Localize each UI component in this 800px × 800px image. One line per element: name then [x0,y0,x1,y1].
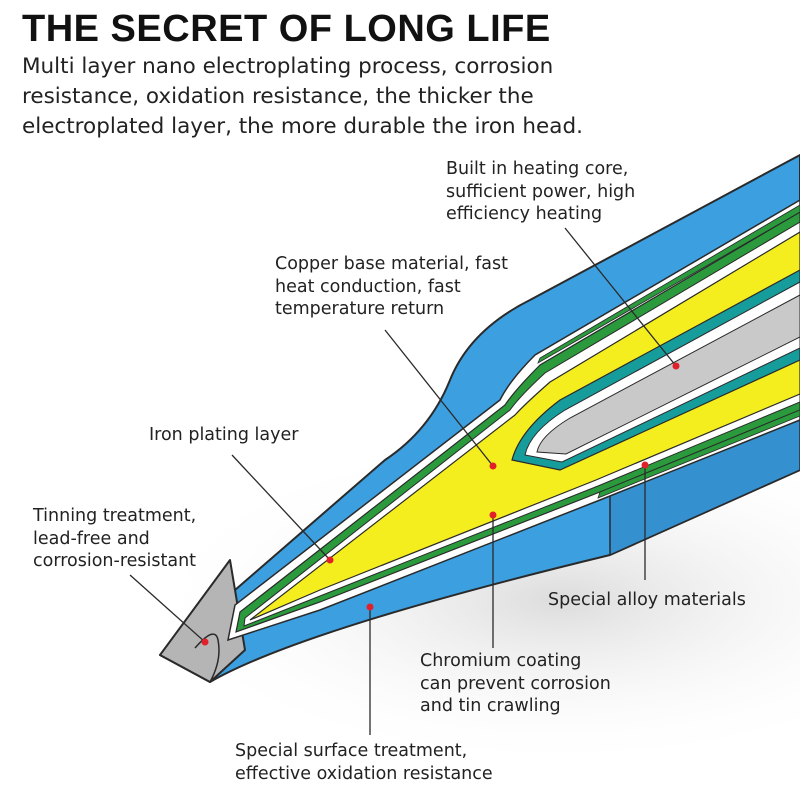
leader-tinning [129,574,206,643]
callout-chromium: Chromium coating can prevent corrosion a… [420,650,611,718]
callout-line: lead-free and [33,528,150,549]
dot-iron-plating [326,556,334,564]
leader-lines [129,227,677,735]
dot-special-alloy [641,461,649,469]
callout-heating-core: Built in heating core, sufficient power,… [446,158,635,226]
subtitle-line: Multi layer nano electroplating process,… [22,54,554,79]
callout-line: Special surface treatment, [235,741,468,761]
callout-line: Built in heating core, [446,159,629,179]
dot-tinning [201,638,209,646]
callout-line: Tinning treatment, [33,506,197,526]
leader-iron-plating [231,454,331,561]
callout-line: Iron plating layer [149,425,299,445]
callout-line: corrosion-resistant [33,551,197,571]
callout-line: heat conduction, fast [275,276,461,297]
dot-copper-base [489,462,497,470]
subtitle-line: electroplated layer, the more durable th… [22,114,583,139]
callout-dots [201,362,680,646]
callout-line: Special alloy materials [548,590,746,610]
subtitle-line: resistance, oxidation resistance, the th… [22,84,534,109]
green-strip-lower [597,409,800,499]
tip-face [194,633,220,683]
callout-surface-treatment: Special surface treatment, effective oxi… [235,740,493,785]
callout-line: can prevent corrosion [420,673,611,694]
callout-line: efficiency heating [446,204,603,224]
callout-line: sufficient power, high [446,181,636,202]
dot-chromium [489,511,497,519]
tinned-tip [159,559,246,683]
dot-heating-core [672,362,680,370]
callout-tinning: Tinning treatment, lead-free and corrosi… [33,505,196,573]
heating-core [536,294,800,455]
green-strip-upper [537,204,800,364]
callout-special-alloy: Special alloy materials [548,589,746,612]
callout-copper-base: Copper base material, fast heat conducti… [275,253,508,321]
copper-base [249,231,800,621]
callout-line: temperature return [275,299,445,319]
page-title: THE SECRET OF LONG LIFE [22,8,551,50]
callout-line: Copper base material, fast [275,254,508,274]
subtitle: Multi layer nano electroplating process,… [22,52,583,142]
callout-line: and tin crawling [420,696,561,716]
callout-line: effective oxidation resistance [235,763,493,784]
dot-surface-treatment [366,603,374,611]
callout-line: Chromium coating [420,651,582,671]
callout-iron-plating: Iron plating layer [149,424,298,447]
leader-heating-core [564,227,677,367]
leader-copper-base [384,329,494,467]
